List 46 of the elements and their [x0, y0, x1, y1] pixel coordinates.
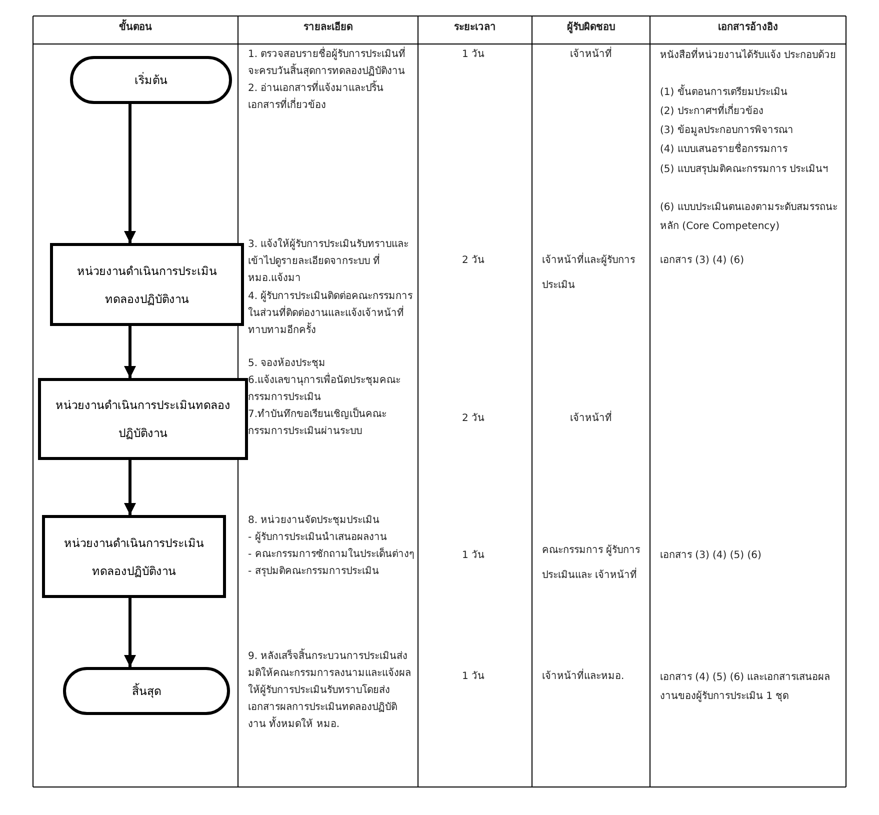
table-cell-text: 2 วัน: [462, 412, 486, 426]
arrow: [124, 598, 136, 667]
table-cell-text: 8. หน่วยงานจัดประชุมประเมิน: [248, 514, 381, 528]
table-cell-text: คณะกรรมการ ผู้รับการประเมินและ เจ้าหน้าที่: [542, 544, 642, 583]
table-cell-text: 4. ผู้รับการประเมินติดต่อคณะกรรมการในส่วนที่ติดต่องานและแจ้งเจ้าหน้าที่ทาบทามอีกครั้ง: [248, 290, 413, 338]
table-cell-text: (4) แบบเสนอรายชื่อกรรมการ: [660, 141, 840, 158]
table-cell-text: (2) ประกาศฯที่เกี่ยวข้อง: [660, 103, 840, 120]
table-cell-text: - ผู้รับการประเมินนำเสนอผลงาน: [248, 530, 388, 545]
table-cell-text: (1) ขั้นตอนการเตรียมประเมิน: [660, 84, 840, 101]
column-header: ระยะเวลา: [453, 21, 497, 35]
table-cell-text: (6) แบบประเมินตนเองตามระดับสมรรถนะ หลัก (Core Competency): [660, 201, 838, 234]
table-cell-text: เจ้าหน้าที่: [532, 410, 650, 427]
table-cell-text: 2 วัน: [462, 254, 486, 268]
terminal-shape: เริ่มต้น: [70, 56, 232, 104]
table-cell-text: 2. อ่านเอกสารที่แจ้งมาและปริ้นเอกสารที่เกี่ยวข้อง: [248, 80, 413, 114]
process-box: หน่วยงานดำเนินการประเมินทดลองปฏิบัติงาน: [38, 378, 248, 460]
column-header: ขั้นตอน: [33, 19, 238, 36]
arrow: [124, 326, 136, 378]
table-cell-text: เจ้าหน้าที่และผู้รับการประเมิน: [542, 248, 642, 298]
table-cell-text: - คณะกรรมการซักถามในประเด็นต่างๆ: [248, 546, 415, 562]
table-cell-text: หนังสือที่หน่วยงานได้รับแจ้ง ประกอบด้วย: [660, 46, 838, 65]
table-cell-text: 6.แจ้งเลขานุการเพื่อนัดประชุมคณะกรรมการประเมิน: [248, 372, 413, 406]
table-cell-text: 1 วัน: [462, 670, 486, 684]
table-cell-text: - สรุปมติคณะกรรมการประเมิน: [248, 565, 380, 579]
table-cell-text: เจ้าหน้าที่และหมอ.: [542, 668, 646, 685]
arrow: [124, 460, 136, 515]
table-cell-text: เจ้าหน้าที่: [532, 46, 650, 63]
table-cell-text: 9. หลังเสร็จสิ้นกระบวนการประเมินส่งมติให้คณะกรรมการลงนามและแจ้งผลให้ผู้รับการประเมินรับทราบโดยส่งเอกสารผลการประเมินทดลองปฏิบัติงาน ทั้งหมดให้ หมอ.: [248, 648, 413, 733]
table-cell-text: 7.ทำบันทึกขอเรียนเชิญเป็นคณะกรรมการประเมินผ่านระบบ: [248, 406, 388, 439]
column-header: เอกสารอ้างอิง: [717, 20, 779, 35]
table-cell-text: เอกสาร (4) (5) (6) และเอกสารเสนอผลงานของผู้รับการประเมิน 1 ชุด: [660, 671, 832, 704]
table-cell-text: (5) แบบสรุปมติคณะกรรมการ ประเมินฯ: [660, 163, 830, 177]
table-cell-text: 5. จองห้องประชุม: [248, 356, 327, 371]
table-cell-text: เอกสาร (3) (4) (6): [660, 254, 746, 268]
table-cell-text: 1 วัน: [462, 549, 486, 563]
table-cell-text: 1 วัน: [462, 48, 486, 62]
table-cell-text: 3. แจ้งให้ผู้รับการประเมินรับทราบและเข้าไปดูรายละเอียดจากระบบ ที่ หมอ.แจ้งมา: [248, 237, 410, 286]
process-box: หน่วยงานดำเนินการประเมินทดลองปฏิบัติงาน: [42, 515, 226, 598]
table-cell-text: เอกสาร (3) (4) (5) (6): [660, 549, 762, 563]
process-box: หน่วยงานดำเนินการประเมินทดลองปฏิบัติงาน: [50, 243, 244, 326]
arrow: [124, 104, 136, 243]
table-cell-text: 1. ตรวจสอบรายชื่อผู้รับการประเมินที่จะครบวันสิ้นสุดการทดลองปฏิบัติงาน: [248, 46, 413, 80]
column-header: ผู้รับผิดชอบ: [566, 20, 616, 36]
table-cell-text: (3) ข้อมูลประกอบการพิจารณา: [660, 124, 794, 138]
column-header: รายละเอียด: [302, 20, 354, 35]
terminal-shape: สิ้นสุด: [63, 667, 230, 715]
